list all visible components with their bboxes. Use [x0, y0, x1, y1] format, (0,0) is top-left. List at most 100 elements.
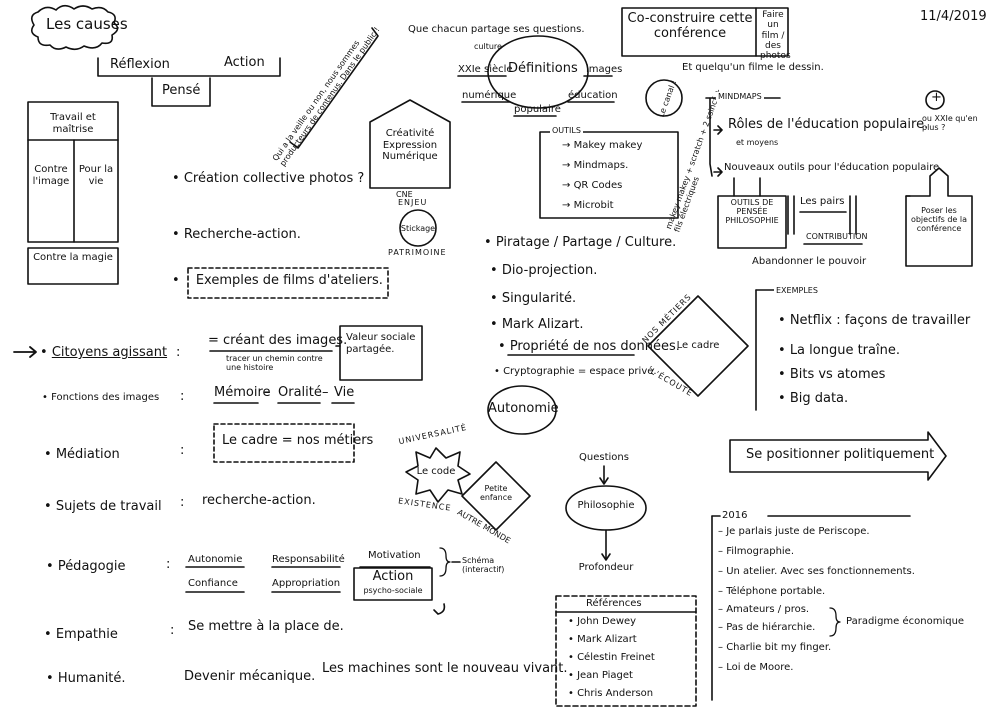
mindmaps-title: MINDMAPS [716, 92, 764, 102]
reference-1: • John Dewey [568, 616, 637, 627]
travail-maitrise: Travail et maîtrise [50, 112, 96, 135]
conference-box [621, 7, 789, 57]
house-shape [369, 99, 451, 189]
motivation-word: Motivation [368, 550, 421, 561]
reflexion-label: Réflexion [110, 57, 170, 72]
poser-arrow [905, 167, 973, 267]
oralite: Oralité [278, 385, 322, 400]
exemples-dashed-box [187, 267, 389, 299]
mid-item-6: • Cryptographie = espace privé. [494, 366, 657, 377]
humanite-note: Les machines sont le nouveau vivant. [322, 661, 568, 676]
appropriation-word: Appropriation [272, 578, 341, 589]
code-starburst [405, 447, 471, 503]
le-canal-circle [645, 79, 683, 117]
year-item-8: – Loi de Moore. [718, 662, 794, 673]
reference-5: • Chris Anderson [568, 688, 654, 699]
dash-2: – [322, 385, 329, 400]
stickage-top: ENJEU [398, 198, 428, 207]
positionner-text: Se positionner politiquement [746, 447, 935, 462]
house-footer: CNE [396, 190, 413, 199]
box-film: Faire un film / des photos [760, 10, 791, 62]
mediation-label: • Médiation [44, 447, 120, 462]
exemple-4: • Big data. [778, 391, 849, 406]
outils-item-1: → Makey makey [562, 140, 643, 151]
positionner-arrow [729, 431, 947, 481]
outils-item-4: → Microbit [562, 200, 614, 211]
cloud-xxi: XXIe siècle [458, 64, 513, 75]
abandonner: Abandonner le pouvoir [752, 256, 867, 267]
reference-2: • Mark Alizart [568, 634, 637, 645]
petite-enfance-diamond [461, 461, 531, 531]
definitions-center: Définitions [508, 61, 578, 76]
mindmaps-roles: Rôles de l'éducation populaire. [728, 117, 929, 132]
plus-circle [925, 90, 945, 110]
pedagogie-colon: : [166, 557, 171, 572]
cloud-culture: culture [474, 42, 502, 51]
citoyens-item2: tracer un chemin contre une histoire [226, 354, 323, 373]
citoyens-arrow [13, 346, 37, 358]
profondeur-label: Profondeur [578, 562, 634, 573]
year-item-2: – Filmographie. [718, 546, 795, 557]
mid-item-3: • Singularité. [490, 291, 577, 306]
exemple-1: • Netflix : façons de travailler [778, 313, 971, 328]
confiance-word: Confiance [188, 578, 238, 589]
citoyens-colon: : [176, 345, 181, 360]
humanite-label: • Humanité. [46, 671, 126, 686]
sujets-colon: : [180, 495, 185, 510]
cloud-populaire: populaire [514, 104, 561, 115]
box-coconstruire: Co-construire cette conférence [627, 11, 753, 41]
year-item-4: – Téléphone portable. [718, 586, 826, 597]
mediation-dashed-box [213, 423, 355, 463]
pour-vie: Pour la vie [78, 164, 114, 187]
citoyens-label: • Citoyens agissant [40, 345, 168, 360]
exemple-2: • La longue traîne. [778, 343, 900, 358]
responsabilite-word: Responsabilité [272, 554, 345, 565]
year-item-1: – Je parlais juste de Periscope. [718, 526, 870, 537]
empathie-value: Se mettre à la place de. [188, 619, 344, 634]
year-item-3: – Un atelier. Avec ses fonctionnements. [718, 566, 915, 577]
caption-filme: Et quelqu'un filme le dessin. [682, 62, 824, 73]
outils-box [539, 131, 679, 219]
outils-item-2: → Mindmaps. [562, 160, 629, 171]
references-title: Références [586, 598, 642, 609]
year-item-5: – Amateurs / pros. [718, 604, 810, 615]
definitions-oval [487, 35, 589, 109]
questions-top: Que chacun partage ses questions. [408, 24, 585, 35]
vie: Vie [334, 385, 355, 400]
action-box-title: Action [372, 569, 414, 584]
bullet-recherche: • Recherche-action. [172, 227, 301, 242]
cloud-images: images [586, 64, 623, 75]
house-text: Créativité Expression Numérique [372, 128, 448, 163]
poser-objectifs: Poser les objectifs de la conférence [910, 206, 968, 234]
mid-item-1: • Piratage / Partage / Culture. [484, 235, 677, 250]
stickage-circle [399, 209, 437, 247]
outils-title: OUTILS [550, 126, 583, 136]
reference-3: • Célestin Freinet [568, 652, 655, 663]
fonctions-colon: : [180, 389, 185, 404]
valeur-sociale-box [339, 325, 423, 381]
reflexion-bracket [97, 57, 281, 77]
rotated-note-bracket [289, 27, 379, 149]
les-pairs: Les pairs [800, 196, 845, 207]
bullet-creation: • Création collective photos ? [172, 171, 365, 186]
mediation-box-text: Le cadre = nos métiers [222, 433, 374, 448]
valeur-sociale-text: Valeur sociale partagée. [346, 332, 416, 355]
sujets-label: • Sujets de travail [44, 499, 162, 514]
pense-box [151, 77, 211, 107]
mid-item-5: • Propriété de nos données. [498, 339, 680, 354]
action-label: Action [224, 55, 265, 70]
outils-pensee: OUTILS DE PENSÉE PHILOSOPHIE [725, 198, 779, 226]
house-line-3: Numérique [382, 151, 438, 162]
contre-magie: Contre la magie [33, 252, 113, 263]
questions-label: Questions [579, 452, 629, 463]
year-item-6: – Pas de hiérarchie. [718, 622, 816, 633]
plus-note: ou XXIe qu'en plus ? [922, 114, 978, 133]
mindmaps-nouveaux: Nouveaux outils pour l'éducation populai… [724, 162, 943, 173]
sujets-value: recherche-action. [202, 493, 316, 508]
exemples-title: EXEMPLES [774, 286, 820, 296]
philosophie-label: Philosophie [577, 500, 635, 511]
house-line-2: Expression [382, 139, 438, 151]
title-cloud-text: Les causes [46, 15, 128, 33]
